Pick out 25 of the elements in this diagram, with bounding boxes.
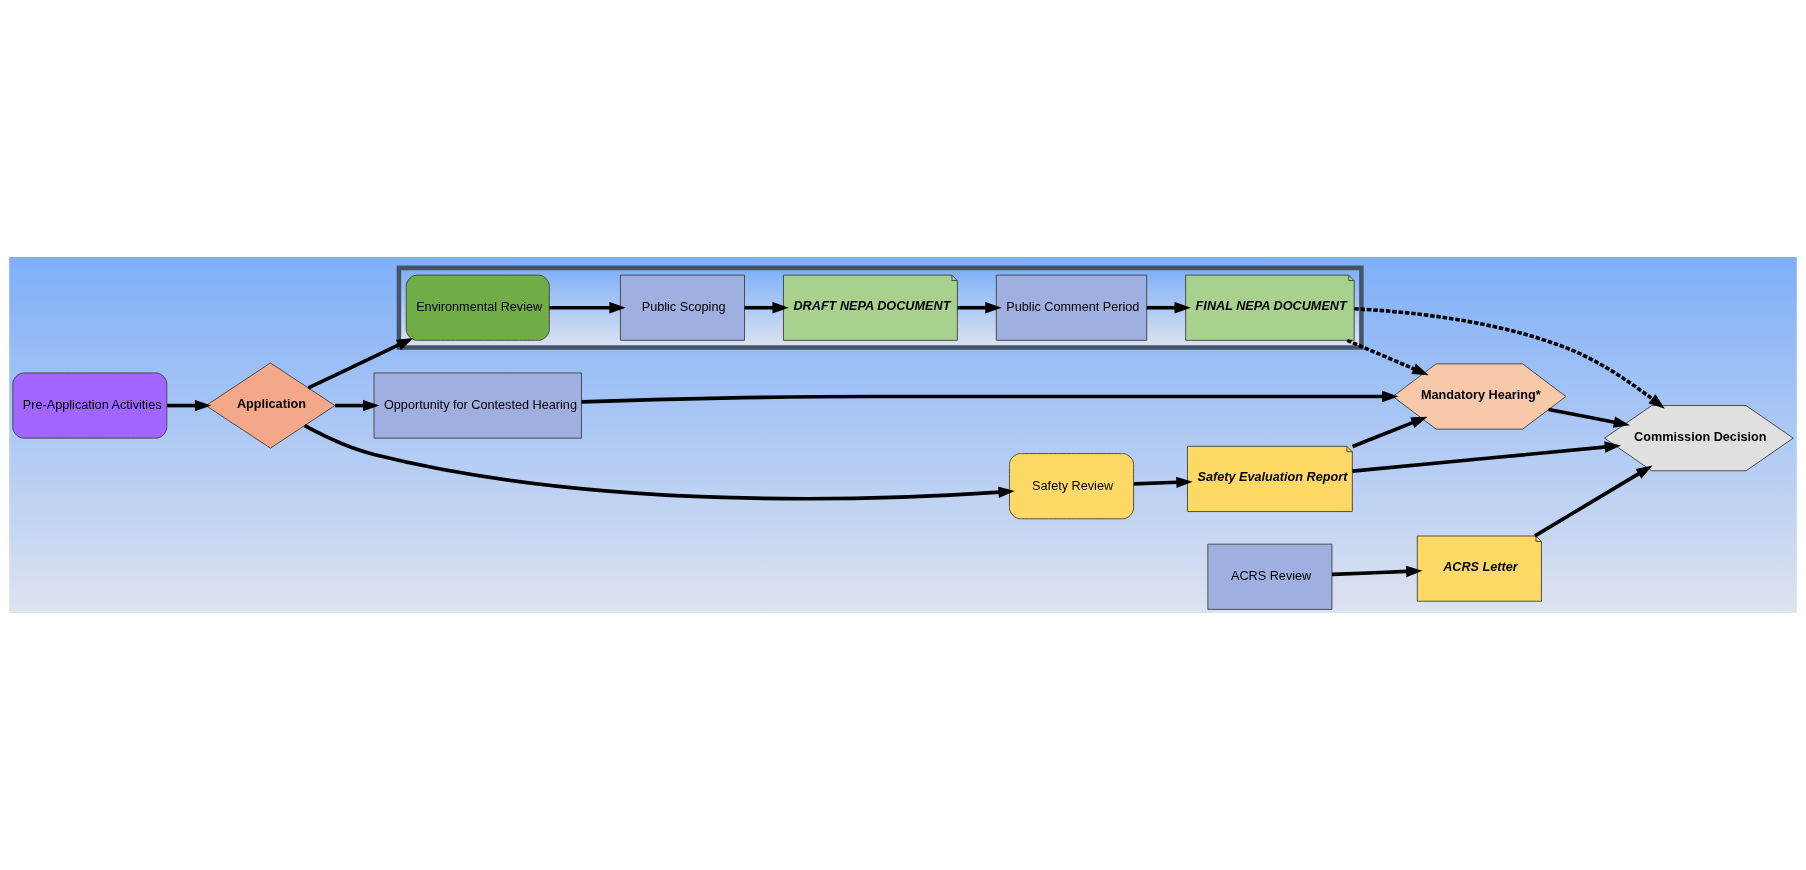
arrow (303, 424, 1015, 501)
arrow (1346, 338, 1429, 376)
arrow (744, 302, 789, 314)
node-box: Opportunity for Contested Hearing (373, 372, 582, 439)
node-box: Public Scoping (619, 274, 745, 341)
arrow (1352, 441, 1622, 473)
arrow (1354, 306, 1665, 409)
arrow (167, 399, 212, 412)
arrow (1146, 302, 1191, 314)
arrow (1331, 565, 1423, 578)
arrow (1351, 416, 1428, 449)
arrow (334, 399, 380, 412)
node-box: ACRS Review (1207, 543, 1333, 610)
arrow (957, 302, 1002, 314)
arrow (1548, 407, 1631, 428)
arrow (1133, 476, 1193, 489)
node-box: Environmental Review (405, 274, 550, 341)
node-box: Pre-Application Activities (12, 372, 168, 439)
arrow (1534, 465, 1653, 538)
arrow (307, 338, 414, 390)
arrow (581, 390, 1399, 404)
node-diamond: Application (205, 362, 336, 449)
node-box: Safety Review (1009, 453, 1135, 520)
node-box: Public Comment Period (995, 274, 1148, 341)
arrow (549, 302, 626, 314)
